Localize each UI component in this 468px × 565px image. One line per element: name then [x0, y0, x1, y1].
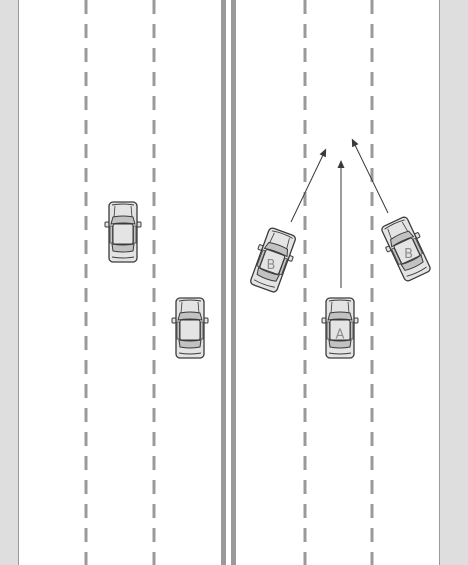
median-line-left: [221, 0, 226, 565]
right-shoulder: [440, 0, 468, 565]
car-a-label: A: [336, 328, 345, 343]
left-shoulder: [0, 0, 18, 565]
arrowhead-up-icon: [319, 148, 327, 158]
median-line-right: [231, 0, 236, 565]
car-b-right: B: [376, 213, 436, 285]
car-b-right-label: B: [404, 247, 413, 262]
car-left-lane-2: [171, 297, 209, 359]
car-b-left: B: [245, 225, 301, 295]
car-b-left-label: B: [266, 258, 275, 273]
arrowhead-up-icon: [351, 138, 359, 148]
arrow-car-a: [337, 160, 345, 288]
arrowhead-up-icon: [337, 160, 345, 168]
arrow-car-b-left: [290, 148, 327, 223]
arrow-car-b-right: [351, 138, 389, 214]
car-a: A: [321, 297, 359, 359]
car-left-lane-1: [104, 201, 142, 263]
